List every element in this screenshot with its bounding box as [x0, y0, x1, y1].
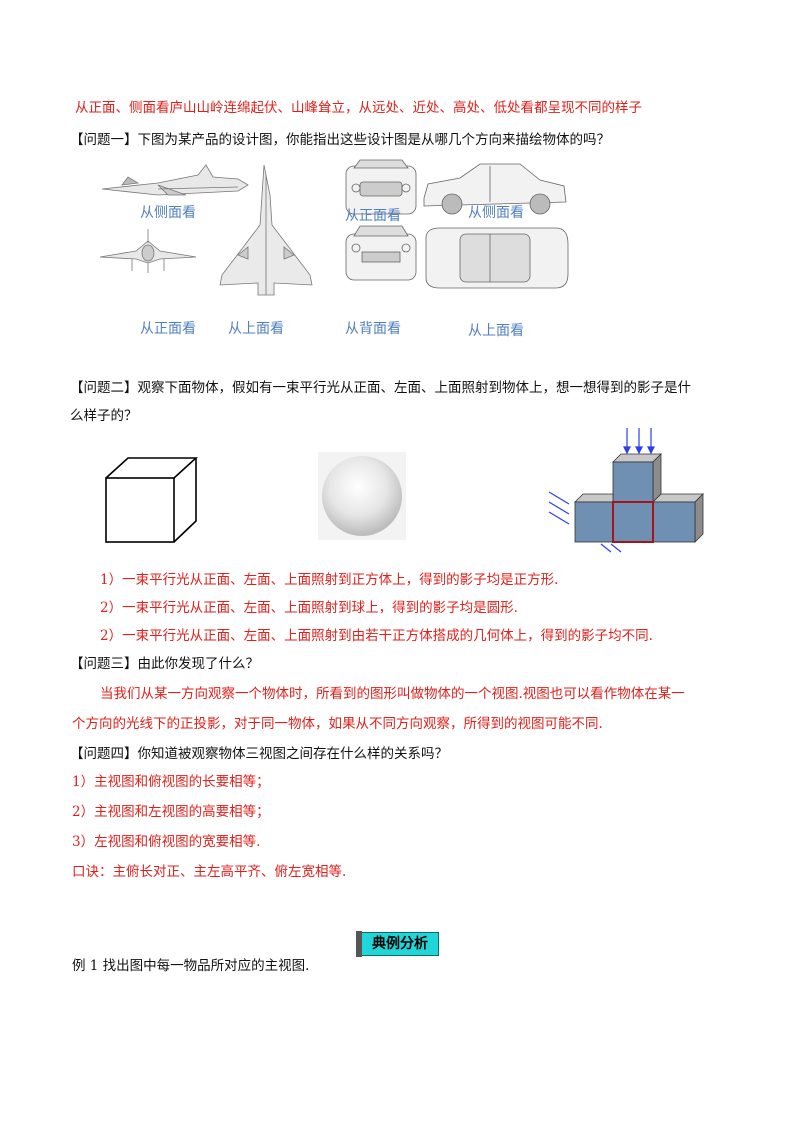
car-back-view	[345, 225, 417, 281]
car-front-label: 从正面看	[345, 208, 401, 224]
q4-answer-1: 1）主视图和俯视图的长要相等；	[72, 774, 270, 790]
q4-title: 【问题四】你知道被观察物体三视图之间存在什么样的关系吗？	[70, 746, 448, 762]
q1-title: 【问题一】下图为某产品的设计图，你能指出这些设计图是从哪几个方向来描绘物体的吗？	[70, 132, 610, 148]
light-rays-left	[548, 491, 570, 525]
plane-top-view	[219, 164, 313, 296]
sphere-figure	[318, 452, 406, 540]
q2-answer-3: 2）一束平行光从正面、左面、上面照射到由若干正方体搭成的几何体上，得到的影子均不…	[100, 628, 653, 644]
q3-answer-line1: 当我们从某一方向观察一个物体时，所看到的图形叫做物体的一个视图.视图也可以看作物…	[100, 686, 685, 702]
plane-top-label: 从上面看	[228, 321, 284, 337]
example-1-text: 例 1 找出图中每一物品所对应的主视图.	[72, 958, 310, 974]
q4-mnemonic: 口诀：主俯长对正、主左高平齐、俯左宽相等.	[72, 864, 347, 880]
q4-answer-3: 3）左视图和俯视图的宽要相等.	[72, 834, 261, 850]
car-top-label: 从上面看	[468, 323, 524, 339]
q3-title: 【问题三】由此你发现了什么？	[70, 656, 259, 672]
plane-side-view	[101, 164, 249, 196]
plane-front-label: 从正面看	[140, 321, 196, 337]
car-design-figure	[345, 159, 569, 289]
intro-text: 从正面、侧面看庐山山岭连绵起伏、山峰耸立，从远处、近处、高处、低处看都呈现不同的…	[75, 100, 642, 116]
q3-answer-line2: 个方向的光线下的正投影，对于同一物体，如果从不同方向观察，所得到的视图可能不同.	[72, 716, 603, 732]
light-rays-top	[623, 428, 655, 455]
section-heading-typical-examples: 典例分析	[356, 931, 439, 957]
light-rays-front	[600, 543, 622, 553]
car-front-view	[345, 159, 417, 215]
plane-front-view	[99, 229, 197, 273]
block-solid-figure	[548, 428, 704, 553]
cube-figure	[105, 457, 198, 543]
q4-answer-2: 2）主视图和左视图的高要相等；	[72, 804, 270, 820]
q2-title-line2: 么样子的？	[70, 408, 138, 424]
plane-side-label: 从侧面看	[140, 205, 196, 221]
car-side-label: 从侧面看	[468, 205, 524, 221]
car-back-label: 从背面看	[345, 321, 401, 337]
car-side-view	[423, 163, 567, 215]
q2-answer-2: 2）一束平行光从正面、左面、上面照射到球上，得到的影子均是圆形.	[100, 600, 518, 616]
q2-title-line1: 【问题二】观察下面物体，假如有一束平行光从正面、左面、上面照射到物体上，想一想得…	[70, 380, 691, 396]
car-top-view	[425, 227, 569, 289]
plane-design-figure	[99, 164, 313, 296]
q2-answer-1: 1）一束平行光从正面、左面、上面照射到正方体上，得到的影子均是正方形.	[100, 572, 559, 588]
